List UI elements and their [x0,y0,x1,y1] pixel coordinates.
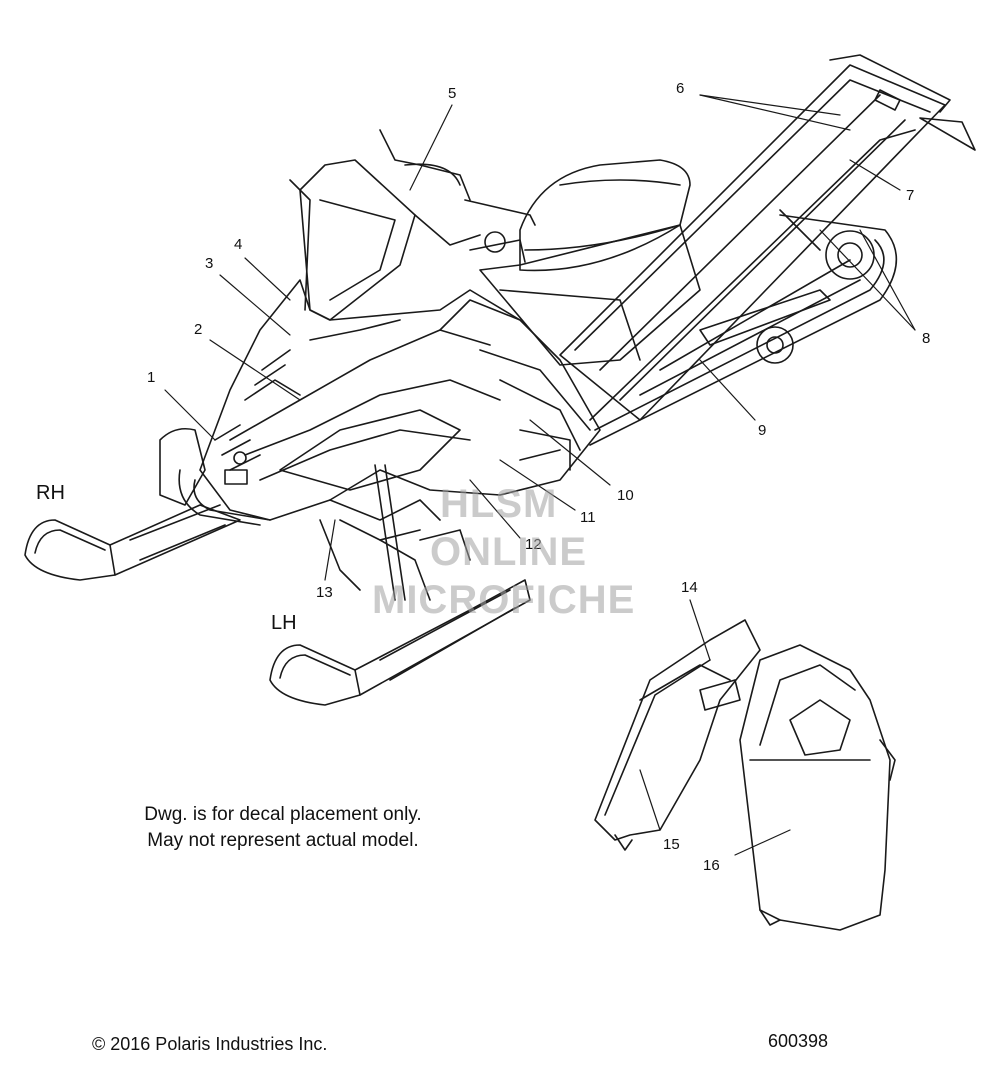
leader-16 [734,829,791,856]
leader-3 [219,274,291,336]
callout-11: 11 [580,509,596,526]
leader-15 [639,769,661,831]
leader-2 [209,339,301,401]
leader-8b [859,229,916,331]
rh-ski [24,504,241,581]
leader-10 [529,419,611,486]
rear-tunnel [559,54,976,421]
track-suspension [589,209,898,446]
leader-9 [699,359,756,421]
rh-label: RH [36,482,65,504]
callout-15: 15 [663,836,680,853]
callout-8: 8 [922,330,931,347]
front-suspension [319,464,471,601]
callout-6: 6 [676,80,685,97]
leader-11 [499,459,576,511]
watermark-line-3: MICROFICHE [372,578,636,622]
leader-12 [469,479,521,539]
callout-4: 4 [234,236,243,253]
lh-label: LH [271,612,297,634]
flap-part [594,619,761,851]
callout-1: 1 [147,369,156,386]
callout-10: 10 [617,487,634,504]
callout-5: 5 [448,85,457,102]
placement-note-line-1: Dwg. is for decal placement only. [144,804,422,825]
callout-7: 7 [906,187,915,204]
placement-note: Dwg. is for decal placement only. May no… [118,802,448,854]
callout-3: 3 [205,255,214,272]
leader-6a [699,94,851,131]
callout-14: 14 [681,579,698,596]
leader-lines [164,94,916,856]
callout-9: 9 [758,422,767,439]
copyright: © 2016 Polaris Industries Inc. [92,1034,328,1054]
leader-5 [409,104,453,191]
side-panel-part [739,644,896,931]
leader-1 [164,389,216,441]
callout-16: 16 [703,857,720,874]
leader-4 [244,257,291,301]
callout-13: 13 [316,584,333,601]
callout-12: 12 [525,536,542,553]
front-bumper [159,427,271,526]
lh-ski [269,579,531,706]
leader-14 [689,599,711,661]
watermark-line-1: HLSM [440,482,558,526]
callout-2: 2 [194,321,203,338]
watermark-line-2: ONLINE [430,530,588,574]
leader-13 [324,519,336,581]
leader-8a [819,229,916,331]
placement-note-line-2: May not represent actual model. [147,830,419,851]
leader-7 [849,159,901,191]
seat [519,159,691,272]
leader-6b [699,94,841,116]
drawing-number: 600398 [768,1031,829,1051]
side-panel [469,224,701,366]
